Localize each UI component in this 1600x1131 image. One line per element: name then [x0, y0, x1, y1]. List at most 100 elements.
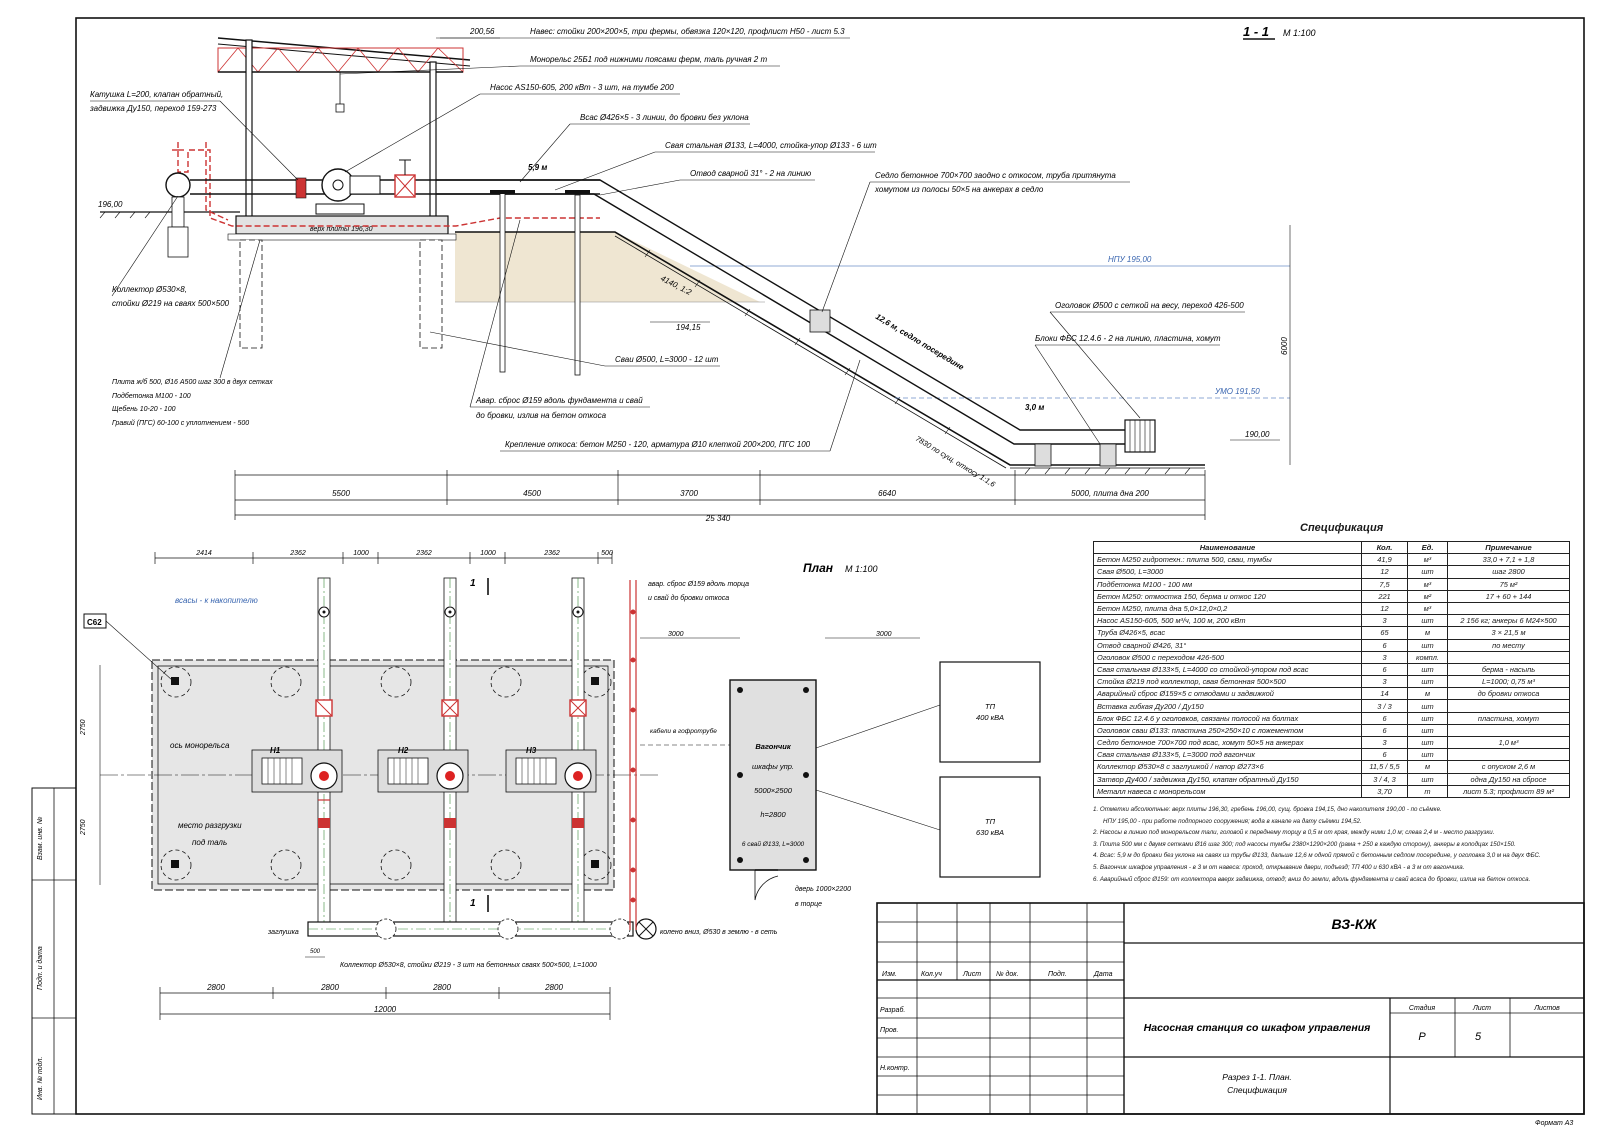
plan-top-dim-1: 2414 [195, 550, 212, 557]
sec-dim-total: 25 340 [705, 514, 731, 523]
tb-sheets-header: Листов [1533, 1005, 1560, 1012]
sheet-frame [75, 17, 1585, 1115]
spec-cell-qty: 14 [1361, 687, 1408, 701]
elbow-label: колено вниз, Ø530 в землю - в сеть [660, 929, 778, 936]
elev-top: 200,56 [469, 27, 495, 36]
section-mark-top: 1 [470, 578, 476, 589]
tb-h-date: Дата [1093, 971, 1113, 978]
spec-cell-note [1447, 601, 1570, 616]
side-stamp-1: Взам. инв. № [37, 816, 44, 860]
tp-630-label-2: 630 кВА [976, 828, 1004, 837]
elev-190: 190,00 [1245, 430, 1270, 439]
spec-cell-unit: м³ [1407, 577, 1448, 591]
dist-12-6: 12,6 м, седло посередине [874, 312, 966, 372]
spec-cell-qty: 6 [1361, 662, 1408, 677]
spec-cell-note: 1,0 м³ [1447, 735, 1570, 750]
plan-top-dim-4: 2362 [415, 550, 432, 557]
callout-coil-2: задвижка Ду150, переход 159-273 [89, 104, 217, 113]
spec-h-qty: Кол. [1361, 540, 1408, 555]
tb-h-qty: Кол.уч [921, 971, 942, 978]
plan-scale: М 1:100 [845, 564, 878, 574]
pile-2 [419, 239, 443, 349]
spec-cell-name: Оголовок сваи Ø133: пластина 250×250×10 … [1093, 723, 1362, 738]
table-row: Седло бетонное 700×700 под всас, хомут 5… [1093, 735, 1570, 750]
callout-inlet: Оголовок Ø500 с сеткой на весу, переход … [1055, 301, 1244, 310]
tb-h-doc: № док. [996, 970, 1019, 978]
table-row: Стойка Ø219 под коллектор, свая бетонная… [1093, 675, 1570, 689]
spec-cell-unit: шт [1407, 638, 1448, 652]
spec-body: Бетон М250 гидротехн.: плита 500, сваи, … [1093, 553, 1570, 798]
spec-cell-note: 2 156 кг; анкеры 6 М24×500 [1447, 614, 1570, 628]
slab-note-4: Гравий (ПГС) 60-100 с уплотнением - 500 [112, 419, 249, 427]
embankment-fill [455, 232, 760, 302]
spec-cell-name: Затвор Ду400 / задвижка Ду150, клапан об… [1093, 772, 1362, 786]
tb-role-checker: Пров. [880, 1027, 899, 1034]
plan-bottom-dim-3: 2800 [432, 983, 451, 992]
spec-note: 6. Аварийный сброс Ø159: от коллектора в… [1093, 875, 1531, 883]
tp-630-label-1: ТП [985, 817, 996, 826]
callout-saddle-2: хомутом из полосы 50×5 на анкерах в седл… [874, 185, 1044, 194]
door-label-1: дверь 1000×2200 [795, 885, 851, 893]
height-dim: 6000 [1280, 337, 1289, 355]
spec-cell-unit: шт [1407, 772, 1448, 786]
callout-piles: Сваи Ø500, L=3000 - 12 шт [615, 355, 719, 364]
plug-label: заглушка [267, 929, 299, 936]
spec-cell-unit: шт [1407, 735, 1448, 750]
tb-h-sheet: Лист [962, 971, 981, 978]
marker-label: С62 [87, 618, 102, 627]
spec-cell-note: 75 м² [1447, 577, 1570, 591]
unload-label-2: под таль [192, 838, 227, 847]
spec-cell-name: Вставка гибкая Ду200 / Ду150 [1093, 699, 1362, 713]
plan-side-dim-1: 2750 [80, 719, 87, 736]
spec-cell-qty: 7,5 [1361, 577, 1408, 591]
tb-desc-1: Разрез 1-1. План. [1222, 1072, 1292, 1082]
spec-cell-qty: 6 [1361, 711, 1408, 725]
tp-400 [939, 661, 1041, 763]
pump-label-1: Н1 [270, 746, 281, 755]
spec-cell-note [1447, 748, 1570, 762]
callout-coil-1: Катушка L=200, клапан обратный, [90, 90, 223, 99]
pump-line-3 [505, 577, 597, 932]
spec-h-unit: Ед. [1407, 540, 1448, 555]
table-row: Бетон М250 гидротехн.: плита 500, сваи, … [1093, 553, 1570, 567]
discharge-label-1: авар. сброс Ø159 вдоль торца [648, 580, 749, 588]
callout-steel-pile: Свая стальная Ø133, L=4000, стойка-упор … [665, 141, 877, 150]
spec-cell-name: Бетон М250 гидротехн.: плита 500, сваи, … [1093, 553, 1362, 567]
pile-1 [239, 239, 263, 349]
spec-cell-unit: м [1407, 687, 1448, 701]
tb-h-sign: Подп. [1048, 970, 1067, 978]
spec-cell-qty: 3 [1361, 735, 1408, 750]
spec-note: 1. Отметки абсолютные: верх плиты 196,30… [1093, 806, 1442, 813]
spec-h-note: Примечание [1447, 540, 1570, 555]
callout-saddle-1: Седло бетонное 700×700 заодно с откосом,… [875, 171, 1116, 180]
plan-view: План М 1:100 2414 2362 1000 2362 1000 23… [80, 550, 1041, 1020]
dim-3000-b: 3000 [876, 631, 892, 638]
pump-label-3: Н3 [526, 746, 537, 755]
plan-bottom-dim-2: 2800 [320, 983, 339, 992]
plan-total-dim: 12000 [374, 1005, 397, 1014]
elev-left: 196,00 [98, 200, 123, 209]
elev-194: 194,15 [676, 323, 701, 332]
plan-top-dim-3: 1000 [353, 550, 369, 557]
spec-cell-note [1447, 723, 1570, 738]
side-stamp-3: Инв. № подл. [36, 1057, 44, 1100]
spec-cell-name: Блок ФБС 12.4.6 у оголовков, связаны пол… [1093, 711, 1362, 725]
cables-label: кабели в гофротрубе [650, 727, 717, 735]
spec-cell-name: Труба Ø426×5, всас [1093, 626, 1362, 640]
side-stamp-2: Подп. и дата [36, 946, 44, 990]
section-title: 1 - 1 [1243, 24, 1269, 39]
pump-line-2 [377, 577, 469, 932]
sec-dim-4: 6640 [878, 489, 896, 498]
spec-header-row: Наименование Кол. Ед. Примечание [1093, 540, 1570, 555]
tb-role-norm: Н.контр. [880, 1065, 910, 1072]
pump-label-2: Н2 [398, 746, 409, 755]
callout-suction: Всас Ø426×5 - 3 линии, до бровки без укл… [580, 113, 749, 122]
tb-stage: Р [1418, 1031, 1426, 1043]
